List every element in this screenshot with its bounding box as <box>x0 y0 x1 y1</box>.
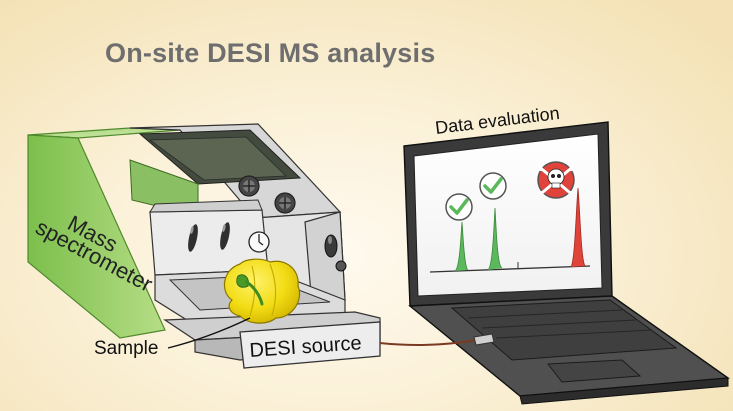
sample-pepper <box>223 258 301 324</box>
diagram-title: On-site DESI MS analysis <box>105 38 436 68</box>
mass-spectrum <box>429 187 591 273</box>
skull-crossbones-icon <box>537 161 575 199</box>
gauge-icon <box>248 231 270 253</box>
control-lever-icon <box>220 222 230 250</box>
sample-leader-line <box>167 317 251 349</box>
vent-icon <box>238 175 260 197</box>
control-knob-icon <box>324 234 338 258</box>
control-lever-icon <box>188 224 198 252</box>
button-icon <box>335 260 347 272</box>
sample-label: Sample <box>94 338 158 359</box>
check-mark-icon <box>445 193 473 221</box>
vent-icon <box>274 192 296 214</box>
data-cable <box>379 333 495 346</box>
check-mark-icon <box>479 172 507 200</box>
